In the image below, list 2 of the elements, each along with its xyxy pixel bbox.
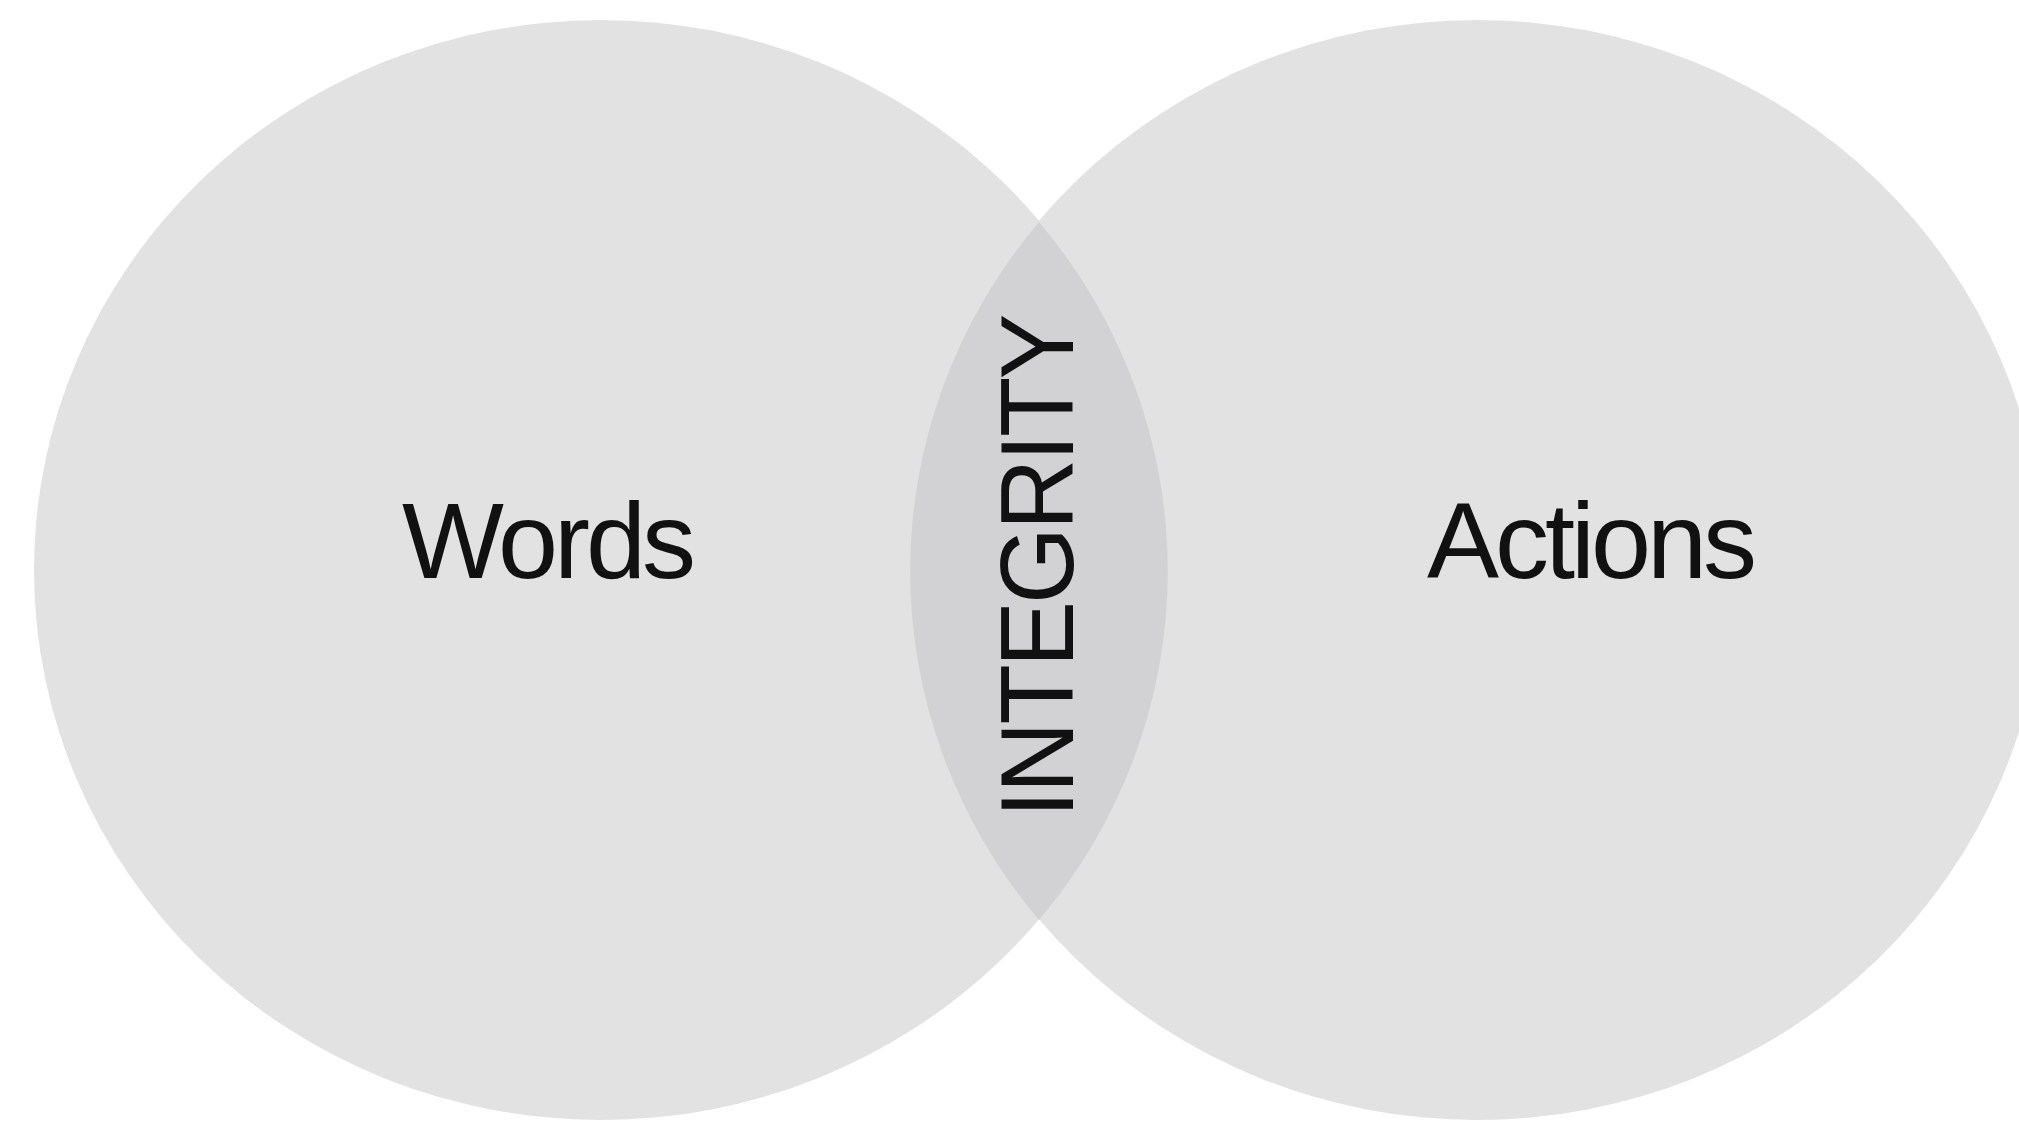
circle-label: Words [401,487,693,595]
circle-label: Actions [1426,487,1754,595]
